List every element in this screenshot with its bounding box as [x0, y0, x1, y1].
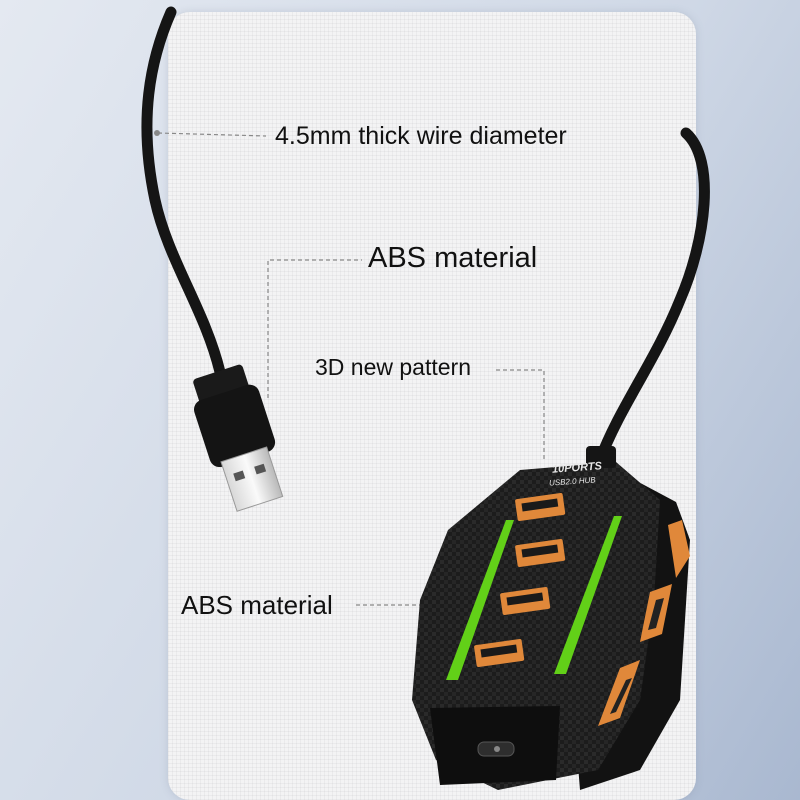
cable-right	[594, 127, 710, 466]
side-ports	[598, 520, 690, 726]
wire-diameter-callout: 4.5mm thick wire diameter	[275, 122, 567, 150]
cable-left	[141, 6, 226, 378]
usb-hub	[412, 446, 690, 790]
led-strip-right	[554, 516, 622, 674]
abs-material-callout-top: ABS material	[368, 242, 538, 274]
background-card	[168, 12, 696, 800]
pattern-callout: 3D new pattern	[315, 354, 471, 380]
usb-plug	[193, 364, 284, 512]
led-strip-left	[446, 520, 514, 680]
abs-material-callout-bottom: ABS material	[181, 590, 333, 620]
front-ports	[474, 493, 566, 667]
callout-lines	[157, 132, 545, 606]
